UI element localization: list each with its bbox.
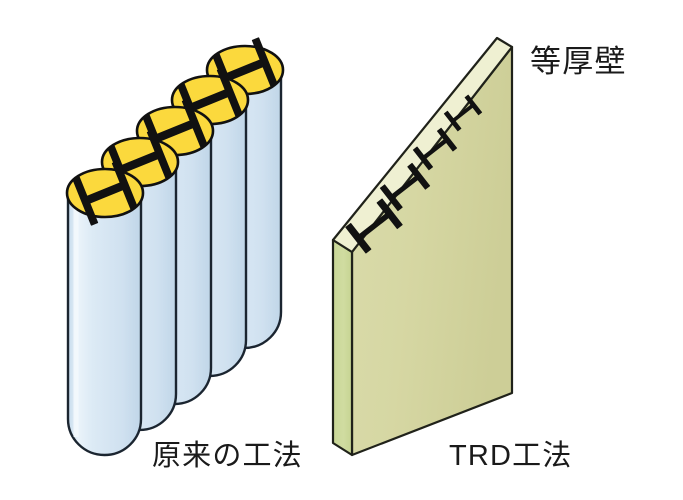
slab-top-face (331, 36, 514, 254)
old-method-structure (65, 37, 285, 457)
label-trd-method: TRD工法 (449, 440, 573, 472)
pile-cylinder-1 (66, 191, 143, 457)
slab-front-face (350, 45, 514, 457)
label-old-method: 原来の工法 (152, 440, 303, 472)
pile-cap-1 (65, 160, 145, 226)
label-equal-thickness-wall: 等厚壁 (530, 44, 627, 79)
trd-method-structure (331, 36, 514, 457)
slab-end-face (331, 238, 354, 457)
